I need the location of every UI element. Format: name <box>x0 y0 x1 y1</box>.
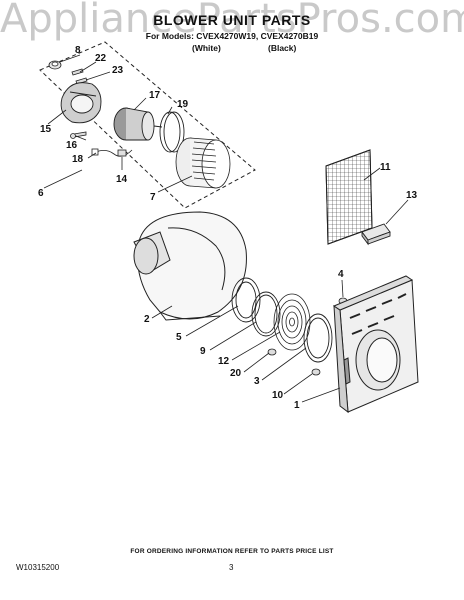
orifice-ring-part-5 <box>231 277 261 323</box>
callout-16: 16 <box>66 140 78 151</box>
motor-mount-part-15 <box>60 82 102 124</box>
finger-guard-part-12 <box>273 293 311 351</box>
callout-23: 23 <box>112 65 124 76</box>
page-number: 3 <box>229 563 234 572</box>
blower-housing-part-2 <box>133 211 247 321</box>
callout-15: 15 <box>40 124 52 135</box>
callout-2: 2 <box>144 314 150 325</box>
mounting-ring-part-3 <box>303 313 333 363</box>
callout-10: 10 <box>272 390 284 401</box>
callout-4: 4 <box>338 269 344 280</box>
blower-wheel-part-7 <box>175 137 231 189</box>
watermark-text: AppliancePartsPros.com <box>0 0 464 42</box>
screw-part-22 <box>71 68 84 76</box>
grease-filter-part-11 <box>325 149 373 245</box>
nut-part-10 <box>311 368 321 376</box>
motor-part-17 <box>113 107 163 141</box>
screw-part-16 <box>70 131 87 139</box>
grommet-part-20 <box>267 348 277 356</box>
models-line: For Models: CVEX4270W19, CVEX4270B19 <box>145 31 319 41</box>
callout-17: 17 <box>149 90 161 101</box>
callout-leaders <box>43 54 409 403</box>
ordering-info-note: FOR ORDERING INFORMATION REFER TO PARTS … <box>130 548 334 555</box>
callout-13: 13 <box>406 190 418 201</box>
variant-black: (Black) <box>268 43 297 53</box>
callout-22: 22 <box>95 53 107 64</box>
callout-6: 6 <box>38 188 44 199</box>
callout-1: 1 <box>294 400 300 411</box>
callout-11: 11 <box>380 162 391 173</box>
callout-8: 8 <box>75 45 81 56</box>
variant-white: (White) <box>192 43 221 53</box>
callout-14: 14 <box>116 174 128 185</box>
callout-12: 12 <box>218 356 230 367</box>
callout-19: 19 <box>177 99 189 110</box>
callout-9: 9 <box>200 346 206 357</box>
blower-frame-part-1 <box>332 275 419 414</box>
page-title: BLOWER UNIT PARTS <box>153 12 311 28</box>
motor-assembly-group-box <box>39 41 256 209</box>
hex-nut-part-8 <box>48 60 62 70</box>
callout-labels: 8 22 23 17 19 15 16 18 14 6 7 11 13 4 2 … <box>38 45 418 411</box>
filter-part-13 <box>361 223 391 246</box>
callout-7: 7 <box>150 192 156 203</box>
callout-18: 18 <box>72 154 84 165</box>
gasket-part-9 <box>251 291 281 337</box>
clamp-ring-part-19 <box>159 111 185 153</box>
plug-part-14 <box>117 149 127 157</box>
callout-20: 20 <box>230 368 242 379</box>
callout-3: 3 <box>254 376 260 387</box>
document-number: W10315200 <box>16 563 60 572</box>
callout-5: 5 <box>176 332 182 343</box>
